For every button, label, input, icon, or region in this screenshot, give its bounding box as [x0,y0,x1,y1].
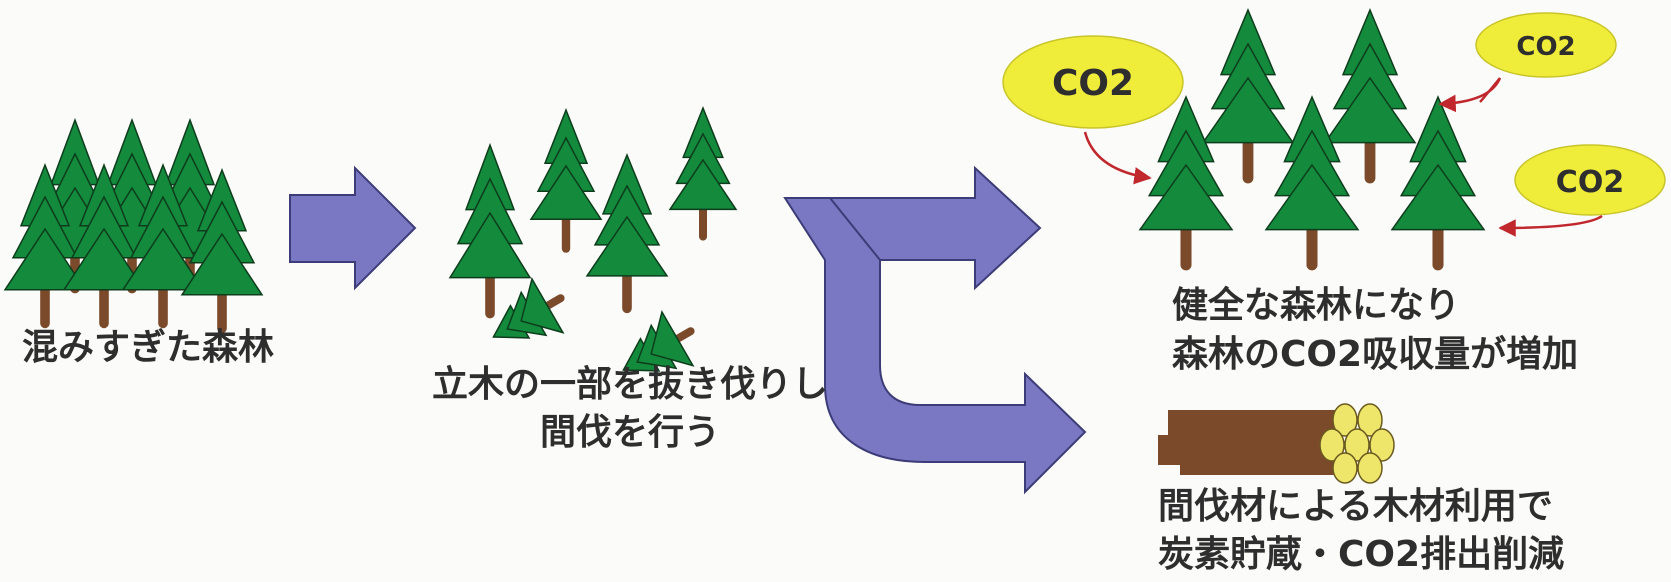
co2-absorption-arrow [1083,131,1152,185]
tree-icon [492,276,565,339]
co2-absorption-arrow [1498,214,1603,237]
co2-absorption-arrow [1438,77,1502,113]
co2-label: CO2 [1516,32,1575,62]
healthy-forest-caption-line1: 健全な森林になり [1172,285,1461,326]
tree-icon [668,105,738,241]
tree-icon [1390,95,1486,271]
co2-bubble: CO2 [1475,12,1617,78]
dense-forest-caption: 混みすぎた森林 [22,327,275,368]
tree-icon [1264,95,1360,271]
timber-caption-line1: 間伐材による木材利用で [1158,486,1553,527]
timber-logs-icon [1158,403,1395,484]
tree-icon [1323,8,1417,184]
thinning-caption-line2: 間伐を行う [539,412,720,453]
healthy-forest-caption-line2: 森林のCO2吸収量が増加 [1172,334,1579,375]
right-arrow-1 [289,165,417,291]
dense-forest-illustration [3,117,264,334]
thinned-forest-illustration [448,105,738,372]
tree-icon [448,142,532,319]
tree-icon [180,167,264,334]
tree-icon [1201,8,1295,184]
healthy-forest-illustration [1138,8,1486,271]
tree-icon [529,107,603,253]
tree-icon [585,153,669,314]
split-arrow-bottom [783,197,1087,495]
co2-bubble: CO2 [1514,144,1666,216]
co2-bubble: CO2 [1002,35,1184,129]
tree-icon [121,162,205,329]
tree-icon [3,162,87,329]
tree-icon [622,309,695,372]
timber-caption-line2: 炭素貯蔵・CO2排出削減 [1158,534,1565,575]
co2-label: CO2 [1556,165,1624,200]
thinning-caption-line1: 立木の一部を抜き伐りし [431,364,828,405]
tree-icon [1138,95,1234,271]
tree-icon [62,162,146,329]
co2-label: CO2 [1052,63,1134,104]
